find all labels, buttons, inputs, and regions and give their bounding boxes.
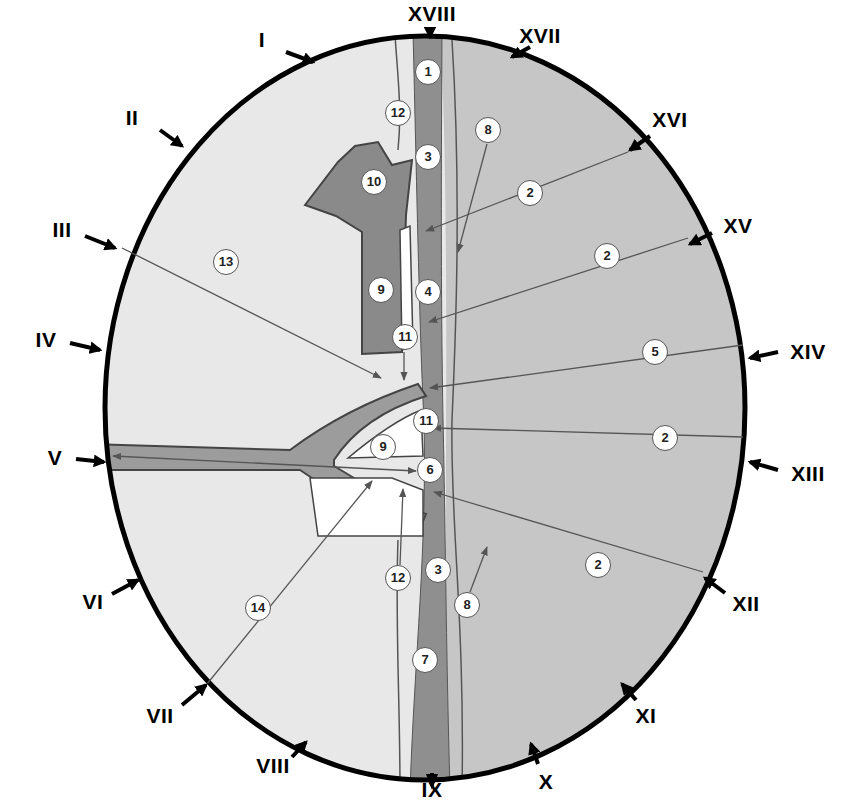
view-position-numeral: XV <box>723 214 752 238</box>
view-position-numeral: VII <box>146 704 173 728</box>
callout-number: 5 <box>642 339 668 365</box>
view-position-numeral: VIII <box>256 754 290 778</box>
view-position-numeral: IV <box>36 328 57 352</box>
callout-number: 10 <box>361 169 387 195</box>
boundary-line <box>452 40 463 790</box>
callout-number: 9 <box>370 434 396 460</box>
view-position-numeral: XVIII <box>408 2 456 26</box>
view-position-numeral: II <box>126 106 139 130</box>
callout-number: 8 <box>475 117 501 143</box>
callout-number: 2 <box>652 425 678 451</box>
numeral-arrows <box>70 28 778 786</box>
callout-number: 3 <box>415 144 441 170</box>
callout-number: 2 <box>585 552 611 578</box>
view-position-numeral: IX <box>422 778 443 802</box>
view-position-numeral: XIII <box>791 462 825 486</box>
view-position-numeral: VI <box>83 590 104 614</box>
white-space <box>310 478 423 536</box>
dark-structure <box>305 142 412 354</box>
callout-number: 14 <box>245 595 271 621</box>
leader-lines <box>113 144 743 684</box>
view-field <box>90 20 770 800</box>
callout-number: 13 <box>213 249 239 275</box>
callout-number: 11 <box>392 324 418 350</box>
callout-number: 12 <box>385 100 411 126</box>
callout-number: 4 <box>415 279 441 305</box>
callout-number: 2 <box>594 243 620 269</box>
callout-number: 1 <box>415 59 441 85</box>
callout-number: 8 <box>454 592 480 618</box>
callout-number: 3 <box>425 557 451 583</box>
view-position-numeral: XVI <box>652 108 687 132</box>
thin-line <box>395 35 400 150</box>
callout-number: 11 <box>413 408 439 434</box>
view-position-numeral: XII <box>732 592 759 616</box>
view-position-numeral: III <box>52 218 71 242</box>
callout-number: 2 <box>517 180 543 206</box>
view-position-numeral: X <box>539 770 554 794</box>
view-outline <box>105 36 745 780</box>
septum-strip <box>410 30 450 790</box>
view-position-numeral: V <box>48 446 63 470</box>
right-region <box>440 30 770 790</box>
view-position-numeral: XI <box>636 704 657 728</box>
left-cavity <box>90 20 770 800</box>
callout-number: 6 <box>417 457 443 483</box>
view-position-numeral: I <box>259 28 265 52</box>
callout-number: 9 <box>368 277 394 303</box>
callout-number: 12 <box>385 565 411 591</box>
view-position-numeral: XVII <box>519 24 561 48</box>
callout-number: 7 <box>412 647 438 673</box>
view-position-numeral: XIV <box>790 340 825 364</box>
